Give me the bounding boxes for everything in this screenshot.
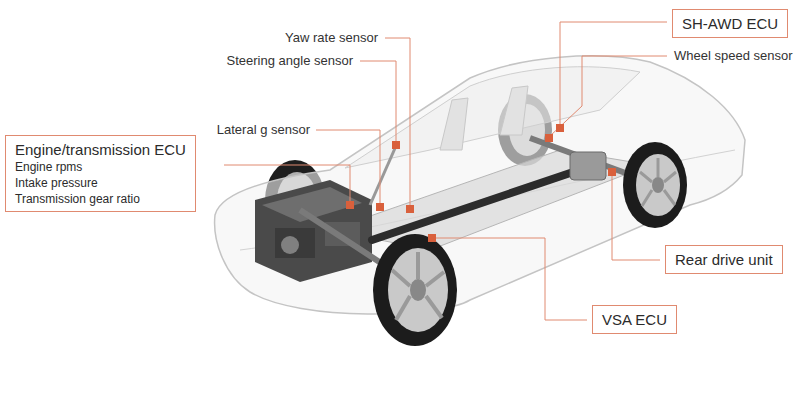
part-label: Wheel speed sensor bbox=[672, 48, 795, 64]
callout-box: Engine/transmission ECUEngine rpmsIntake… bbox=[5, 135, 196, 212]
leader-line bbox=[224, 22, 667, 320]
wheel bbox=[373, 142, 687, 346]
box-heading: Engine/transmission ECU bbox=[15, 140, 186, 159]
part-label: Yaw rate sensor bbox=[283, 30, 380, 46]
sensor-marker bbox=[346, 124, 616, 242]
callout-box: Rear drive unit bbox=[665, 245, 783, 274]
subframe bbox=[330, 150, 650, 250]
callout-box: VSA ECU bbox=[592, 305, 677, 334]
callout-box: SH-AWD ECU bbox=[672, 9, 788, 38]
box-detail: Intake pressure bbox=[15, 175, 186, 191]
part-label: Steering angle sensor bbox=[225, 53, 355, 69]
box-heading: SH-AWD ECU bbox=[682, 14, 778, 33]
seat bbox=[440, 86, 528, 150]
drive-shaft bbox=[372, 168, 585, 240]
engine bbox=[255, 180, 372, 282]
part-label: Lateral g sensor bbox=[215, 122, 312, 138]
box-heading: VSA ECU bbox=[602, 310, 667, 329]
box-heading: Rear drive unit bbox=[675, 250, 773, 269]
car-body bbox=[215, 56, 745, 314]
rear-drive-unit bbox=[570, 152, 606, 180]
box-detail: Transmission gear ratio bbox=[15, 191, 186, 207]
steering-column bbox=[370, 146, 396, 205]
box-detail: Engine rpms bbox=[15, 159, 186, 175]
